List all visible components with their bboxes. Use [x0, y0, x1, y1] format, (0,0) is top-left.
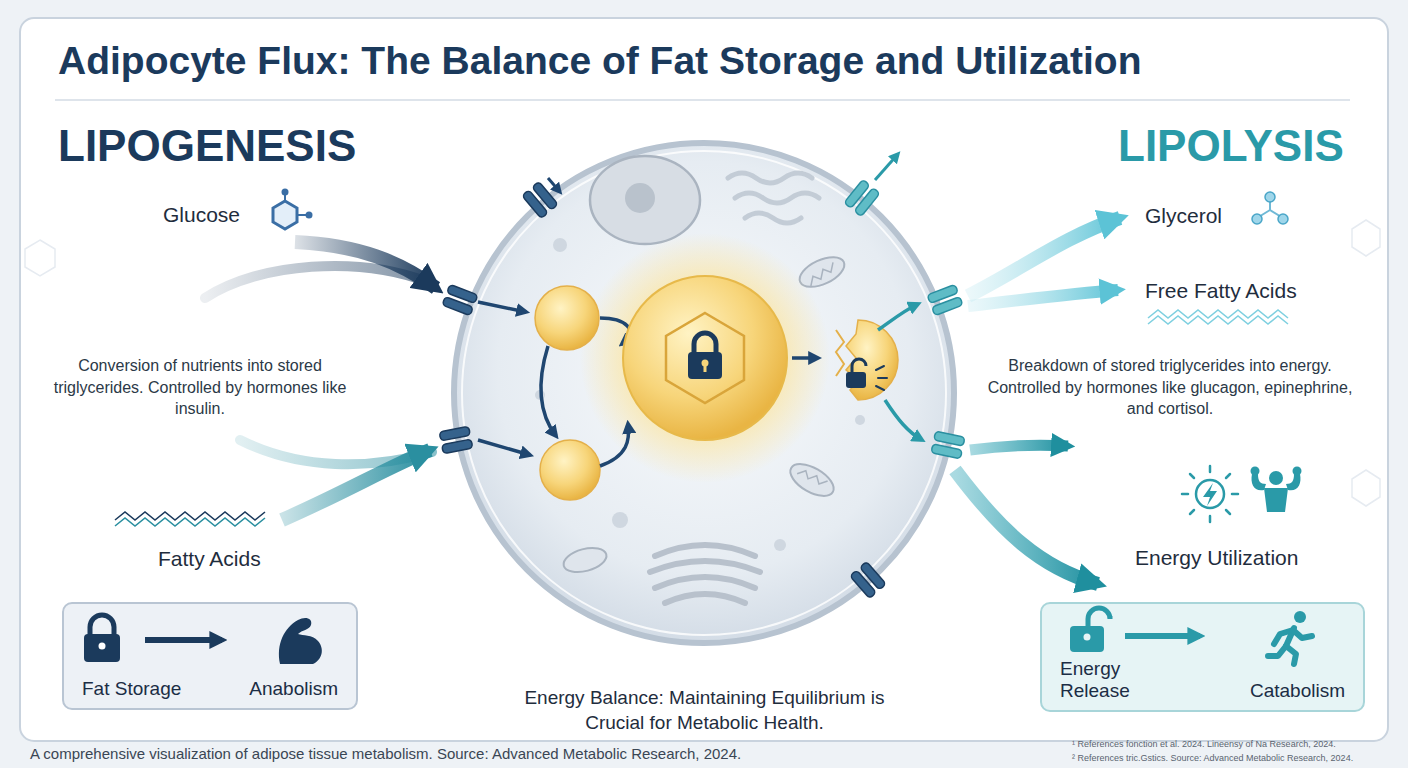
membrane-highlight: [462, 151, 946, 635]
text-holder: Energy Balance: Maintaining Equilibrium …: [507, 686, 902, 735]
title-rule: [55, 99, 1350, 101]
text-holder: Glycerol: [1145, 203, 1222, 228]
glycerol-arrow: [968, 218, 1120, 296]
box-text: Catabolism: [1250, 680, 1345, 702]
text-holder: ¹ References fonction et al. 2024. Linee…: [1072, 739, 1336, 750]
adipocyte-membrane: [454, 143, 954, 643]
text-holder: Conversion of nutrients into stored trig…: [50, 355, 350, 420]
droplet-glow: [580, 233, 830, 483]
runner-icon: [1268, 611, 1312, 664]
transition-arrow: [1125, 633, 1200, 639]
product-label: Energy Utilization: [1135, 545, 1298, 570]
product-label: Free Fatty Acids: [1145, 278, 1297, 303]
text-holder: Fatty Acids: [158, 546, 261, 571]
central-droplet: [623, 276, 787, 440]
description-text: Conversion of nutrients into stored trig…: [50, 355, 350, 420]
lipid-droplets: [535, 286, 600, 500]
frame: [20, 18, 1388, 741]
fatty-acid-release-arrow: [968, 290, 1118, 306]
release-arrows: [875, 154, 922, 440]
unlock-icon: [1070, 608, 1110, 652]
glycerol-icon: [1252, 192, 1288, 224]
text-holder: Free Fatty Acids: [1145, 278, 1297, 303]
fatty-acid-arrow: [282, 450, 430, 520]
substrate-label: Fatty Acids: [158, 546, 261, 571]
transition-arrow: [145, 637, 222, 643]
text-holder: Energy Utilization: [1135, 545, 1298, 570]
diagram-title: Adipocyte Flux: The Balance of Fat Stora…: [58, 38, 1141, 85]
text-holder: ² References tric.Gstics. Source: Advanc…: [1072, 753, 1353, 764]
endoplasmic-reticulum: [728, 173, 819, 223]
lock-icon: [84, 615, 120, 662]
transporters: [439, 179, 965, 598]
strong-figure-icon: [1251, 467, 1302, 513]
text-holder: Breakdown of stored triglycerides into e…: [982, 355, 1358, 420]
golgi-apparatus: [650, 545, 760, 603]
energy-arrow: [955, 470, 1098, 584]
storage-arrows: [478, 178, 818, 466]
text-holder: LIPOGENESIS: [58, 120, 356, 173]
release-arrow: [970, 445, 1068, 450]
substrate-label: Glucose: [163, 202, 240, 227]
muscle-icon: [279, 618, 322, 664]
product-label: Glycerol: [1145, 203, 1222, 228]
section-heading: LIPOLYSIS: [1118, 120, 1344, 173]
broken-droplet: [836, 320, 898, 400]
text-holder: Adipocyte Flux: The Balance of Fat Stora…: [58, 38, 1141, 85]
text-holder: LIPOLYSIS: [1118, 120, 1344, 173]
fatty-acid-chain: [115, 512, 265, 526]
fatty-acid-chain: [1148, 310, 1288, 324]
glucose-arrow: [295, 242, 436, 288]
hex-pattern: [25, 220, 1380, 506]
footnote: ¹ References fonction et al. 2024. Linee…: [1072, 739, 1336, 750]
description-text: Breakdown of stored triglycerides into e…: [982, 355, 1358, 420]
glucose-icon: [273, 189, 313, 230]
footnote: ² References tric.Gstics. Source: Advanc…: [1072, 753, 1353, 764]
box-text: Anabolism: [249, 678, 338, 700]
section-heading: LIPOGENESIS: [58, 120, 356, 173]
energy-icon: [1182, 466, 1238, 522]
box-text: Fat Storage: [82, 678, 181, 700]
text-holder: A comprehensive visualization of adipose…: [30, 745, 741, 763]
balance-note: Energy Balance: Maintaining Equilibrium …: [507, 686, 902, 735]
diagram-caption: A comprehensive visualization of adipose…: [30, 745, 741, 763]
box-text: Energy Release: [1060, 658, 1160, 702]
text-holder: Glucose: [163, 202, 240, 227]
nucleus: [590, 156, 700, 244]
